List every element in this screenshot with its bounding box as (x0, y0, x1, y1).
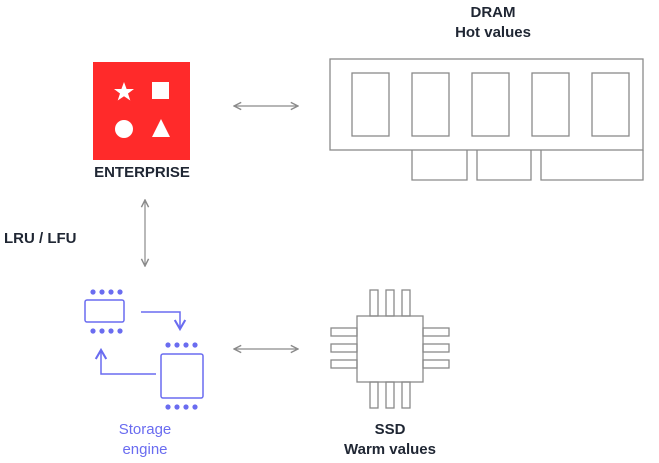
storage-engine-label: Storage engine (85, 420, 205, 460)
ssd-chip-icon (330, 289, 450, 409)
ssd-label: SSD Warm values (325, 420, 455, 460)
ssd-title: SSD (374, 421, 406, 438)
enterprise-label: ENTERPRISE (94, 164, 190, 181)
dram-subtitle: Hot values (455, 24, 531, 41)
policy-label: LRU / LFU (4, 230, 77, 247)
dram-label: DRAM Hot values (428, 3, 558, 43)
storage-engine-icon (84, 289, 204, 410)
dram-module-icon (329, 58, 644, 181)
ssd-subtitle: Warm values (344, 441, 436, 458)
storage-engine-line1: Storage (118, 421, 172, 438)
enterprise-logo-icon (93, 62, 190, 160)
dram-title: DRAM (470, 4, 516, 21)
storage-engine-line2: engine (122, 441, 168, 458)
